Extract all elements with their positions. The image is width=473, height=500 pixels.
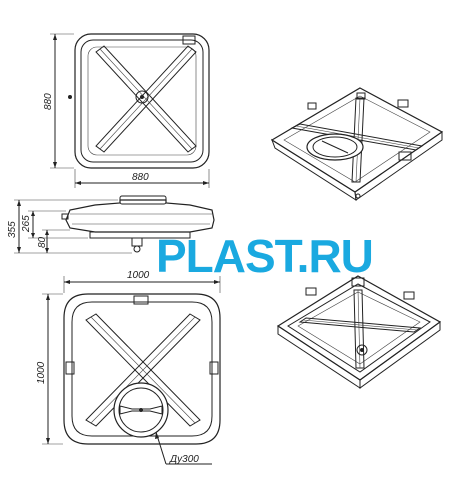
top-view: 880 880 xyxy=(43,33,210,188)
bottom-view-height-dimension xyxy=(42,293,63,445)
iso-top-fitting-left xyxy=(307,102,317,110)
bottom-view-width-dimension xyxy=(63,276,221,293)
bottom-view-right-fitting xyxy=(209,361,219,375)
iso-top-tab-right xyxy=(397,99,409,108)
bottom-view-cover-handle xyxy=(119,405,163,415)
side-body-label: 265 xyxy=(21,215,32,233)
bottom-view-handle-pin xyxy=(139,408,143,412)
top-view-height-dimension xyxy=(50,33,74,169)
iso-bottom-drain xyxy=(356,344,368,356)
neck-leader xyxy=(155,431,212,465)
side-view-body xyxy=(65,199,215,233)
neck-diameter-label: Ду300 xyxy=(169,454,199,465)
iso-top-tab-front xyxy=(398,151,412,161)
bottom-view-top-tab xyxy=(133,295,149,305)
iso-top-valve xyxy=(356,92,366,100)
iso-top-cover-handle xyxy=(321,140,349,154)
bottom-view: 1000 1000 Ду300 xyxy=(36,270,221,465)
top-view-side-fitting xyxy=(68,95,72,99)
top-view-inner-frame xyxy=(80,39,204,163)
iso-bottom-drain-center xyxy=(360,348,364,352)
isometric-bottom-view xyxy=(276,275,442,389)
iso-bottom-inner-rim xyxy=(287,283,431,373)
side-view-outlet-cap xyxy=(133,245,141,253)
side-view-side-fitting xyxy=(61,213,69,220)
side-view-outlet xyxy=(131,237,143,247)
iso-bottom-cross-ribs xyxy=(298,289,422,369)
side-view: 355 265 80 xyxy=(7,195,215,254)
top-view-width-label: 880 xyxy=(132,172,149,183)
top-view-width-dimension xyxy=(74,169,210,188)
brand-logo: PLAST.RU xyxy=(156,230,373,282)
side-view-extension-lines xyxy=(14,199,132,254)
iso-top-manhole-cover xyxy=(312,136,358,158)
top-view-recess xyxy=(87,46,197,156)
side-view-neck xyxy=(119,195,167,205)
bottom-view-inner-rim xyxy=(71,301,213,437)
bottom-view-width-label: 1000 xyxy=(127,270,150,281)
isometric-top-view xyxy=(270,87,444,201)
iso-bottom-side-right xyxy=(359,321,441,389)
side-view-total-dimension xyxy=(17,200,21,253)
top-view-cross-ribs xyxy=(95,45,197,153)
iso-bottom-top-fitting xyxy=(351,277,365,287)
side-view-body-dimension xyxy=(31,211,35,238)
side-base-label: 80 xyxy=(37,236,48,248)
bottom-view-left-fitting xyxy=(65,361,75,375)
top-view-height-label: 880 xyxy=(43,93,54,110)
iso-bottom-left-fitting xyxy=(305,287,317,296)
top-view-center-dot xyxy=(140,95,144,99)
bottom-view-height-label: 1000 xyxy=(36,361,47,384)
side-view-base-dimension xyxy=(45,230,49,253)
top-view-corner-tab xyxy=(182,35,196,45)
top-view-center-valve xyxy=(135,90,149,104)
bottom-view-manhole-cover xyxy=(118,387,164,433)
iso-bottom-right-fitting xyxy=(403,291,415,300)
top-view-outer-frame xyxy=(74,33,210,169)
iso-top-drain xyxy=(355,193,361,199)
side-total-label: 355 xyxy=(7,221,18,238)
iso-top-side-wall-left xyxy=(271,138,357,201)
